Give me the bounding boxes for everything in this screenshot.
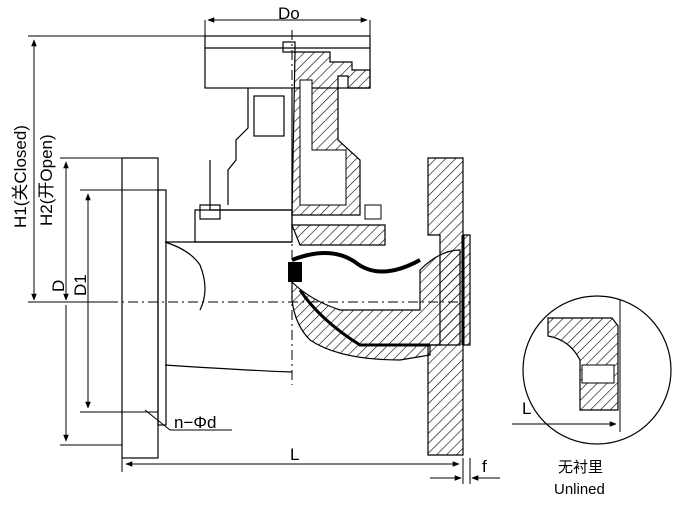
diaphragm <box>291 250 421 274</box>
handwheel-nut <box>282 41 296 53</box>
l-label: L <box>290 445 300 464</box>
detail-flange-section <box>547 317 619 411</box>
stem-sleeve <box>253 95 285 137</box>
yoke-left <box>227 88 249 205</box>
body-left-upper <box>164 241 206 311</box>
d-label: D <box>49 279 68 292</box>
bonnet-flange-right <box>291 224 386 246</box>
bolt-head-left <box>199 204 221 220</box>
h1-label: H1(关Closed) <box>11 125 30 228</box>
detail-circle <box>522 295 672 445</box>
n-phi-d-leader <box>144 409 171 431</box>
f-label: f <box>482 457 487 476</box>
do-label: Do <box>278 4 300 23</box>
detail-l-label: L <box>522 399 532 418</box>
unlined-cn-label: 无衬里 <box>558 459 604 476</box>
handwheel <box>204 35 371 89</box>
bonnet-flange-left <box>194 209 293 243</box>
bonnet-left <box>209 160 292 211</box>
unlined-detail <box>512 295 672 445</box>
h2-label: H2(开Open) <box>37 134 56 226</box>
bolt-head-right <box>364 204 382 220</box>
d1-label: D1 <box>71 274 90 296</box>
bonnet-cavity <box>299 79 347 206</box>
left-flange <box>121 157 159 459</box>
detail-gap <box>581 364 615 384</box>
body-left-lower <box>164 364 293 373</box>
body-lining <box>298 289 430 347</box>
unlined-en-label: Unlined <box>554 481 605 498</box>
n-phi-d-label: n−Φd <box>174 413 217 432</box>
left-flange-hub <box>157 189 167 426</box>
diaphragm-clamp <box>288 262 302 282</box>
